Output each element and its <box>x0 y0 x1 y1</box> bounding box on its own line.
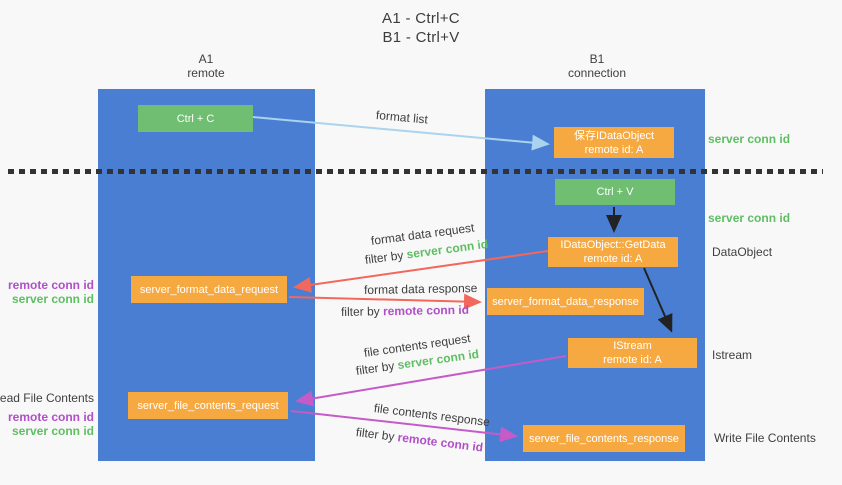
label-file-contents-response: file contents response <box>373 401 491 430</box>
node-idataobject-getdata-line1: IDataObject::GetData <box>560 239 666 251</box>
label-server-conn-id-right-top: server conn id <box>708 132 791 146</box>
lane-b1-subtitle: connection <box>567 66 627 80</box>
node-server-format-data-response: server_format_data_response <box>487 288 644 315</box>
node-ctrl-c: Ctrl + C <box>138 105 253 132</box>
label-server-conn-id-left-top: server conn id <box>11 292 94 306</box>
label-server-conn-id-left-bottom: server conn id <box>11 424 94 438</box>
node-server-file-contents-response: server_file_contents_response <box>523 425 685 452</box>
node-ctrl-v: Ctrl + V <box>555 179 675 205</box>
node-idataobject-getdata: IDataObject::GetData remote id: A <box>548 237 678 267</box>
node-ctrl-c-label: Ctrl + C <box>176 112 215 125</box>
label-dataobject: DataObject <box>712 245 773 259</box>
label-format-list: format list <box>375 108 429 127</box>
node-server-format-data-request-label: server_format_data_request <box>139 283 279 296</box>
node-istream-line2: remote id: A <box>603 354 662 366</box>
label-format-data-response: format data response <box>363 281 478 297</box>
label-server-conn-id-right-mid: server conn id <box>708 211 791 225</box>
label-remote-conn-id-left-bottom: remote conn id <box>7 410 94 424</box>
label-format-data-response-filter: filter by remote conn id <box>341 303 469 319</box>
title-line-2: B1 - Ctrl+V <box>382 29 460 46</box>
label-istream-right: Istream <box>712 348 753 362</box>
node-istream-line1: IStream <box>613 340 652 352</box>
label-file-contents-response-filter: filter by remote conn id <box>355 425 484 454</box>
node-save-idataobject-line2: remote id: A <box>584 143 644 156</box>
lane-header-b1-connection: B1 connection <box>517 52 677 80</box>
remote-conn-id-text: remote conn id <box>396 430 484 455</box>
label-write-file-contents: Write File Contents <box>714 431 816 445</box>
node-server-file-contents-request-label: server_file_contents_request <box>137 399 279 412</box>
node-idataobject-getdata-line2: remote id: A <box>583 253 643 265</box>
node-ctrl-v-label: Ctrl + V <box>596 186 634 198</box>
filter-by-text: filter by <box>355 358 399 378</box>
lane-a1-subtitle: remote <box>187 66 225 80</box>
dotted-machine-boundary-line <box>8 169 823 174</box>
filter-by-text: filter by <box>340 304 384 319</box>
title-line-1: A1 - Ctrl+C <box>382 10 460 27</box>
diagram-title: A1 - Ctrl+C B1 - Ctrl+V <box>0 9 842 47</box>
lane-b1-name: B1 <box>589 52 605 66</box>
node-istream: IStream remote id: A <box>568 338 697 368</box>
filter-by-text: filter by <box>355 425 399 445</box>
remote-conn-id-text: remote conn id <box>382 302 470 319</box>
node-server-file-contents-request: server_file_contents_request <box>128 392 288 419</box>
filter-by-text: filter by <box>364 247 408 267</box>
label-remote-conn-id-left-top: remote conn id <box>7 278 94 292</box>
lane-a1-name: A1 <box>198 52 214 66</box>
node-server-format-data-response-label: server_format_data_response <box>492 295 639 308</box>
node-save-idataobject: 保存IDataObject remote id: A <box>554 127 674 158</box>
label-read-file-contents: Read File Contents <box>0 391 94 405</box>
lane-header-a1-remote: A1 remote <box>126 52 286 80</box>
node-server-format-data-request: server_format_data_request <box>131 276 287 303</box>
node-server-file-contents-response-label: server_file_contents_response <box>529 432 679 445</box>
arrow-format-data-response <box>288 293 482 310</box>
node-save-idataobject-line1: 保存IDataObject <box>573 129 655 142</box>
